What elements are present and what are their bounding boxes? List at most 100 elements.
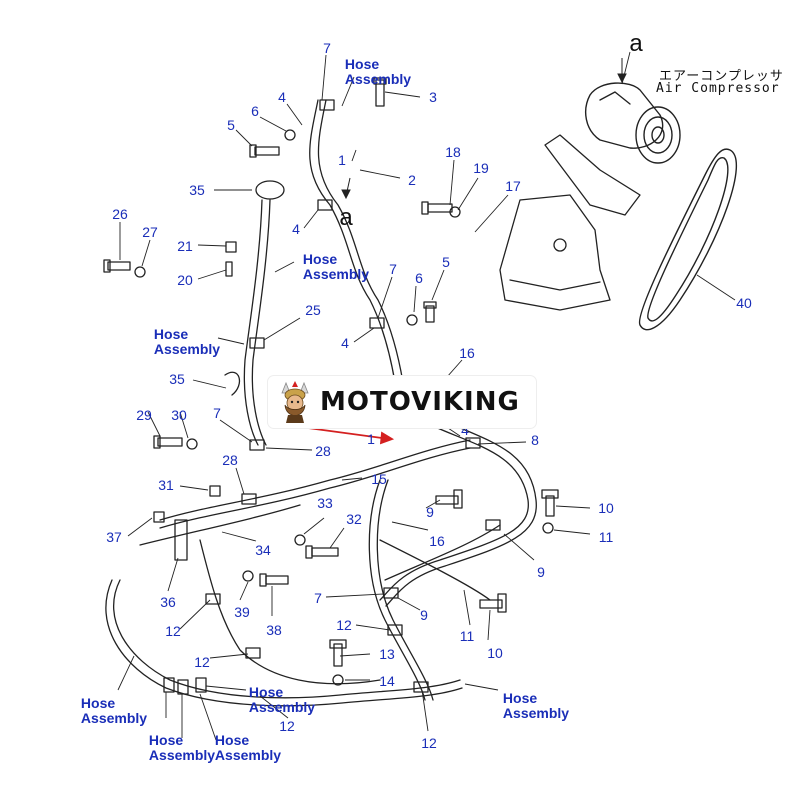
view-arrow — [341, 58, 627, 200]
callout-33: 33 — [317, 495, 333, 511]
plug-37 — [153, 511, 165, 523]
callout-13: 13 — [379, 646, 395, 662]
clamp — [465, 437, 481, 449]
bolt-32 — [305, 545, 339, 559]
clamp — [249, 337, 265, 349]
bolt-5b — [423, 301, 437, 323]
hose-line-right-b — [385, 413, 537, 607]
compressor-bracket — [499, 134, 641, 311]
callout-25: 25 — [305, 302, 321, 318]
clamp — [249, 439, 265, 451]
callout-4: 4 — [292, 221, 300, 237]
hose-35-curve — [224, 371, 241, 396]
callout-7: 7 — [314, 590, 322, 606]
callout-5: 5 — [442, 254, 450, 270]
bolt-26 — [103, 259, 131, 273]
red-arrow — [307, 427, 395, 445]
callout-17: 17 — [505, 178, 521, 194]
hose-line-right — [379, 419, 529, 601]
callout-31: 31 — [158, 477, 174, 493]
watermark-text: MOTOVIKING — [320, 387, 520, 417]
bolt-3 — [373, 77, 387, 107]
callout-20: 20 — [177, 272, 193, 288]
clamp — [205, 593, 221, 605]
callout-7: 7 — [213, 405, 221, 421]
hose-line-mid-2 — [159, 447, 471, 529]
callout-40: 40 — [736, 295, 752, 311]
callout-11: 11 — [598, 529, 614, 545]
callout-30: 30 — [171, 407, 187, 423]
callout-1: 1 — [338, 152, 346, 168]
callout-2: 2 — [408, 172, 416, 188]
hose-line-lower-b — [105, 579, 463, 707]
clamp — [245, 647, 261, 659]
hose-line-lower-c — [199, 539, 381, 685]
bolt-18 — [421, 201, 453, 215]
callout-26: 26 — [112, 206, 128, 222]
washer-27 — [134, 266, 146, 278]
callout-37: 37 — [106, 529, 122, 545]
hose-line-cross — [379, 539, 491, 601]
callout-18: 18 — [445, 144, 461, 160]
view-letter-top: a — [629, 30, 643, 57]
hose-loop-35 — [255, 180, 285, 200]
callout-12: 12 — [194, 654, 210, 670]
watermark: MOTOVIKING — [268, 376, 536, 428]
callout-4: 4 — [278, 89, 286, 105]
callout-4: 4 — [341, 335, 349, 351]
callout-32: 32 — [346, 511, 362, 527]
callout-39: 39 — [234, 604, 250, 620]
washer-14 — [332, 674, 344, 686]
bolt-5a — [249, 144, 280, 158]
callout-29: 29 — [136, 407, 152, 423]
washer-30 — [186, 438, 198, 450]
plug-31 — [209, 485, 221, 497]
hose-line-mid-3 — [139, 504, 301, 546]
callout-12: 12 — [336, 617, 352, 633]
washer-39 — [242, 570, 254, 582]
bolt-10a — [541, 489, 559, 517]
washer-6b — [406, 314, 418, 326]
clamp — [317, 199, 333, 211]
callout-6: 6 — [415, 270, 423, 286]
clamp — [241, 493, 257, 505]
callout-28: 28 — [222, 452, 238, 468]
washer-19 — [449, 206, 461, 218]
clamp — [383, 587, 399, 599]
washer-11a — [542, 522, 554, 534]
callout-14: 14 — [379, 673, 395, 689]
callout-28: 28 — [315, 443, 331, 459]
bolt-9a — [435, 489, 463, 509]
washer-6a — [284, 129, 296, 141]
clamp — [319, 99, 335, 111]
fitting-21 — [225, 241, 237, 253]
bolt-38 — [259, 573, 289, 587]
callout-12: 12 — [421, 735, 437, 751]
clamp — [369, 317, 385, 329]
hose-line-cross-2 — [384, 524, 501, 581]
fittings-lower — [163, 677, 207, 695]
clamp — [174, 519, 188, 561]
bolt-13 — [329, 639, 347, 667]
callout-6: 6 — [251, 103, 259, 119]
callout-38: 38 — [266, 622, 282, 638]
clamp — [485, 519, 501, 531]
callout-12: 12 — [165, 623, 181, 639]
callout-4: 4 — [461, 422, 469, 438]
callout-27: 27 — [142, 224, 158, 240]
callout-12: 12 — [279, 718, 295, 734]
callout-36: 36 — [160, 594, 176, 610]
callout-3: 3 — [429, 89, 437, 105]
callout-7: 7 — [323, 40, 331, 56]
callout-19: 19 — [473, 160, 489, 176]
hose-line-upper — [309, 99, 401, 421]
